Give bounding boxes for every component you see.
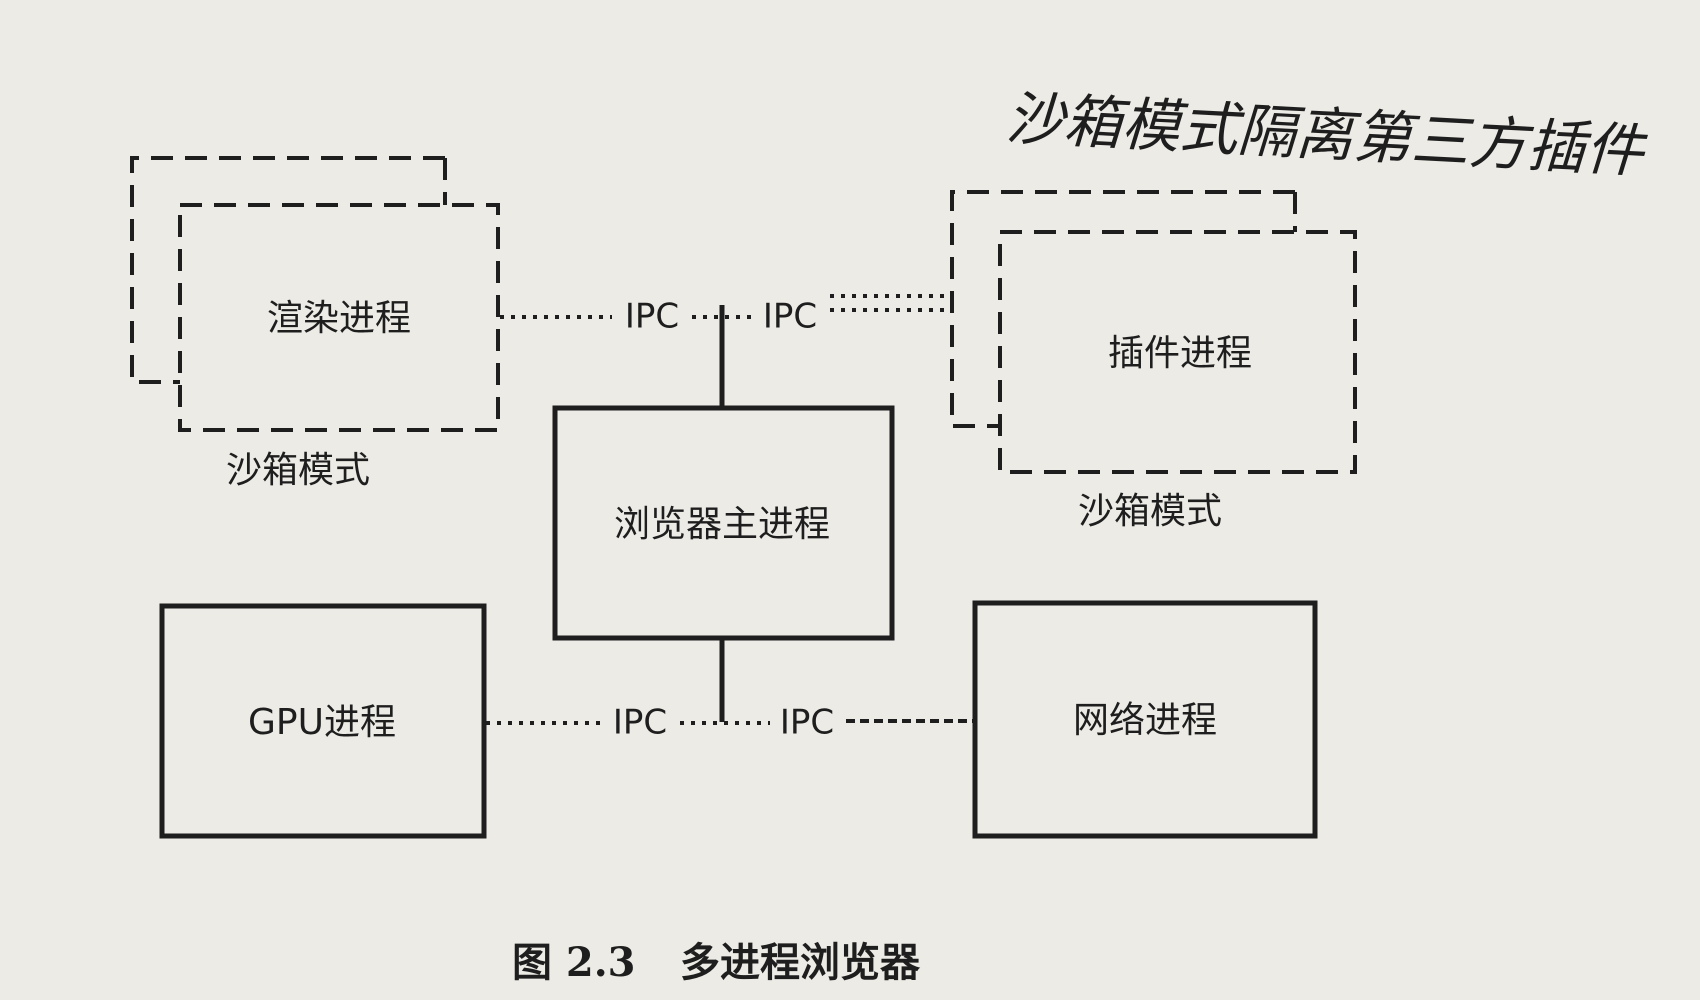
upper-ipc-links: IPC IPC	[500, 294, 950, 408]
render-process-box	[178, 203, 500, 432]
gpu-process-box	[159, 603, 487, 839]
handwritten-note: 沙箱模式隔离第三方插件	[1004, 84, 1649, 186]
gpu-process-group: GPU进程	[159, 603, 487, 839]
gpu-process-label: GPU进程	[248, 702, 396, 743]
plugin-sandbox-label: 沙箱模式	[1078, 491, 1222, 532]
render-sandbox-label: 沙箱模式	[226, 450, 370, 491]
plugin-process-label: 插件进程	[1108, 333, 1252, 374]
render-process-back-frame	[130, 156, 445, 384]
figure-number: 图 2.3	[512, 939, 636, 986]
render-ipc-label: IPC	[625, 297, 679, 337]
figure-caption: 图 2.3 多进程浏览器	[512, 939, 921, 986]
plugin-ipc-label: IPC	[763, 297, 817, 337]
render-process-label: 渲染进程	[267, 298, 411, 339]
render-process-group: 渲染进程 沙箱模式	[130, 156, 500, 491]
figure-title: 多进程浏览器	[680, 939, 921, 986]
network-process-group: 网络进程	[972, 600, 1318, 839]
network-process-label: 网络进程	[1073, 700, 1217, 741]
browser-main-process-label: 浏览器主进程	[614, 504, 830, 545]
plugin-process-back-frame	[950, 190, 1295, 428]
lower-ipc-links: IPC IPC	[486, 638, 975, 743]
gpu-ipc-label: IPC	[613, 703, 667, 743]
plugin-process-box	[998, 230, 1357, 474]
browser-main-process-group: 浏览器主进程	[552, 405, 895, 641]
plugin-process-group: 插件进程 沙箱模式	[950, 190, 1357, 532]
network-ipc-label: IPC	[780, 703, 834, 743]
